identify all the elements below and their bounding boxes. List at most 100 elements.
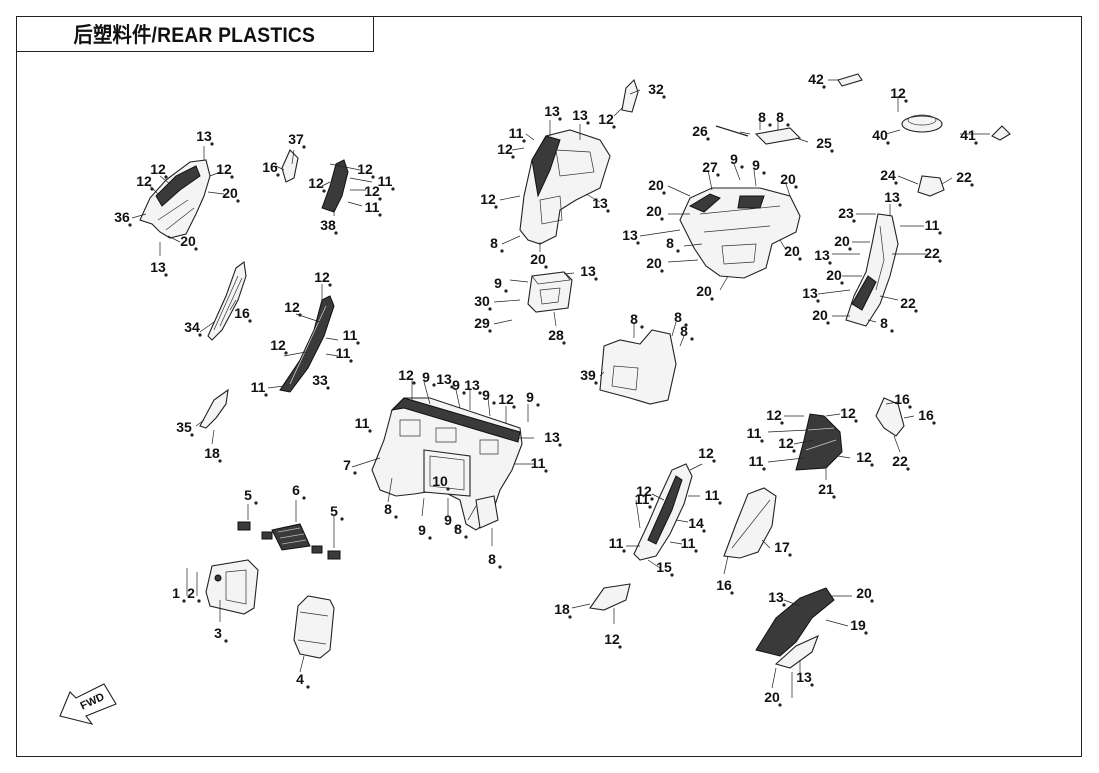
fastener-dot: [908, 405, 912, 409]
callout-label-13: 13: [544, 429, 560, 445]
callout-label-20: 20: [646, 255, 662, 271]
callout-label-35: 35: [176, 419, 192, 435]
callout-label-20: 20: [780, 171, 796, 187]
callout-label-13: 13: [796, 669, 812, 685]
callout-label-8: 8: [674, 309, 682, 325]
fastener-dot: [684, 323, 688, 327]
callout-label-11: 11: [925, 217, 940, 233]
callout-label-9: 9: [444, 512, 452, 528]
fastener-dot: [478, 391, 482, 395]
fastener-dot: [254, 501, 258, 505]
callout-label-42: 42: [808, 71, 824, 87]
part-26-rod: [715, 125, 749, 137]
callout-label-16: 16: [262, 159, 278, 175]
callout-label-33: 33: [312, 372, 328, 388]
callout-label-11: 11: [355, 415, 370, 431]
fastener-dot: [594, 277, 598, 281]
callout-label-11: 11: [609, 535, 624, 551]
part-5-grille-left: [237, 521, 273, 540]
callout-label-41: 41: [960, 127, 976, 143]
fastener-dot: [822, 85, 826, 89]
fastener-dot: [544, 469, 548, 473]
part-36-bracket: [139, 159, 211, 239]
callout-label-12: 12: [398, 367, 414, 383]
fastener-dot: [794, 185, 798, 189]
fastener-dot: [536, 403, 540, 407]
callout-label-9: 9: [482, 387, 490, 403]
fastener-dot: [182, 599, 186, 603]
callout-label-8: 8: [776, 109, 784, 125]
fastener-dot: [810, 683, 814, 687]
callout-label-8: 8: [680, 323, 688, 339]
fastener-dot: [218, 459, 222, 463]
callout-label-12: 12: [308, 175, 324, 191]
leader-lines: [131, 79, 990, 698]
callout-label-11: 11: [509, 125, 524, 141]
callout-label-14: 14: [688, 515, 704, 531]
fastener-dot: [702, 529, 706, 533]
callout-label-12: 12: [778, 435, 794, 451]
callout-label-13: 13: [464, 377, 480, 393]
callout-label-20: 20: [856, 585, 872, 601]
callout-label-6: 6: [292, 482, 300, 498]
part-33-rail: [279, 295, 335, 393]
callout-label-11: 11: [747, 425, 762, 441]
callout-label-13: 13: [544, 103, 560, 119]
fastener-dot: [428, 536, 432, 540]
fastener-dot: [786, 123, 790, 127]
callout-label-12: 12: [636, 483, 652, 499]
fastener-dot: [762, 171, 766, 175]
callout-label-16: 16: [234, 305, 250, 321]
fastener-dot: [586, 121, 590, 125]
fastener-dot: [558, 443, 562, 447]
callout-label-38: 38: [320, 217, 336, 233]
callout-label-12: 12: [598, 111, 614, 127]
fastener-dot: [938, 259, 942, 263]
part-23-fender: [845, 213, 899, 327]
page-title: 后塑料件/REAR PLASTICS: [73, 23, 316, 47]
callout-label-9: 9: [422, 369, 430, 385]
callout-label-12: 12: [136, 173, 152, 189]
fastener-dot: [349, 359, 353, 363]
part-5-grille-right: [311, 545, 341, 560]
callout-label-9: 9: [526, 389, 534, 405]
callout-label-12: 12: [314, 269, 330, 285]
fastener-dot: [236, 199, 240, 203]
callout-label-13: 13: [572, 107, 588, 123]
callout-label-4: 4: [296, 671, 304, 687]
callout-label-7: 7: [343, 457, 351, 473]
fastener-dot: [636, 241, 640, 245]
callout-label-13: 13: [436, 371, 452, 387]
fastener-dot: [662, 191, 666, 195]
fastener-dot: [150, 187, 154, 191]
fastener-dot: [164, 273, 168, 277]
callout-label-13: 13: [814, 247, 830, 263]
fastener-dot: [612, 125, 616, 129]
fastener-dot: [128, 223, 132, 227]
callout-label-30: 30: [474, 293, 490, 309]
fastener-dot: [780, 421, 784, 425]
fastener-dot: [302, 496, 306, 500]
callout-label-13: 13: [592, 195, 608, 211]
fastener-dot: [618, 645, 622, 649]
fastener-dot: [224, 639, 228, 643]
fastener-dot: [371, 175, 375, 179]
part-40-cap: [901, 114, 943, 133]
callout-label-40: 40: [872, 127, 888, 143]
part-24: [917, 175, 945, 197]
callout-label-21: 21: [818, 481, 834, 497]
callout-label-10: 10: [432, 473, 448, 489]
callout-label-20: 20: [696, 283, 712, 299]
callout-label-16: 16: [716, 577, 732, 593]
part-7-rear-panel: [371, 397, 523, 531]
fastener-dot: [798, 257, 802, 261]
fastener-dot: [512, 405, 516, 409]
callout-label-27: 27: [702, 159, 718, 175]
part-27-large-frame: [679, 187, 801, 279]
callout-label-22: 22: [900, 295, 916, 311]
callout-label-22: 22: [956, 169, 972, 185]
part-38-bracket: [321, 159, 349, 213]
callout-label-8: 8: [384, 501, 392, 517]
callout-label-18: 18: [204, 445, 220, 461]
